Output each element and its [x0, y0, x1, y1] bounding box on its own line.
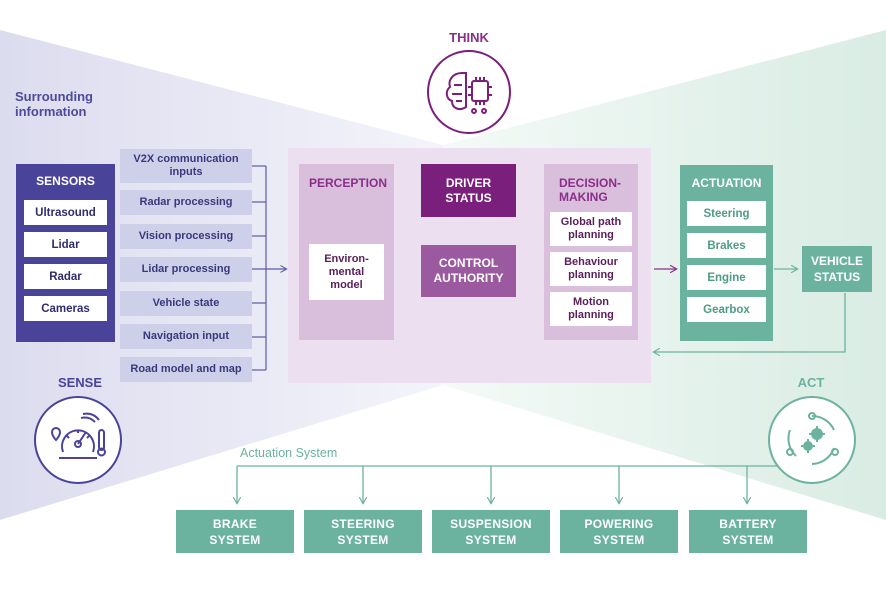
input-road-model: Road model and map: [120, 357, 252, 382]
brake-system-line1: BRAKE: [212, 516, 258, 531]
suspension-system-line2: SYSTEM: [465, 532, 517, 547]
vehicle-status-box: VEHICLE STATUS: [802, 246, 872, 292]
powering-system-line1: POWERING: [584, 516, 654, 531]
perception-title: PERCEPTION: [309, 176, 388, 190]
actuation-steering: Steering: [687, 201, 766, 226]
actuation-system-label: Actuation System: [240, 446, 338, 460]
decision-title-line2: MAKING: [559, 190, 608, 204]
decision-column: DECISION- MAKING Global path planning Be…: [544, 164, 638, 340]
suspension-system-box: SUSPENSION SYSTEM: [432, 510, 550, 553]
global-path-line1: Global path: [560, 216, 622, 228]
control-authority-line1: CONTROL: [438, 256, 499, 270]
surrounding-line2: information: [15, 104, 87, 119]
input-v2x-line1: V2X communication: [133, 153, 239, 165]
gears-cycle-icon: [768, 396, 856, 484]
act-label: ACT: [797, 375, 825, 390]
control-authority-line2: AUTHORITY: [433, 271, 504, 285]
actuation-brakes: Brakes: [687, 233, 766, 258]
surrounding-label: Surrounding information: [15, 89, 93, 119]
inputs-bracket: [252, 165, 286, 371]
motion-line2: planning: [568, 309, 614, 321]
input-v2x: V2X communication inputs: [120, 149, 252, 183]
input-vehicle-state: Vehicle state: [120, 291, 252, 316]
suspension-system-line1: SUSPENSION: [450, 516, 532, 531]
sense-label: SENSE: [57, 375, 103, 390]
sensor-cameras: Cameras: [24, 296, 107, 321]
input-vision-processing: Vision processing: [120, 224, 252, 249]
actuation-engine: Engine: [687, 265, 766, 290]
steering-system-line1: STEERING: [331, 516, 395, 531]
steering-system-box: STEERING SYSTEM: [304, 510, 422, 553]
env-model-line2: mental: [328, 265, 365, 278]
battery-system-line2: SYSTEM: [722, 532, 774, 547]
vehicle-status-line1: VEHICLE: [810, 254, 863, 268]
input-v2x-line2: inputs: [169, 166, 203, 178]
sensor-ultrasound: Ultrasound: [24, 200, 107, 225]
brake-system-line2: SYSTEM: [209, 532, 261, 547]
env-model-line1: Environ-: [324, 252, 369, 265]
battery-system-box: BATTERY SYSTEM: [689, 510, 807, 553]
sensors-title: SENSORS: [36, 174, 95, 188]
input-radar-processing: Radar processing: [120, 190, 252, 215]
global-path-line2: planning: [568, 229, 614, 241]
sensor-lidar: Lidar: [24, 232, 107, 257]
behaviour-line1: Behaviour: [564, 256, 618, 268]
actuation-title: ACTUATION: [691, 176, 762, 190]
perception-column: PERCEPTION Environ- mental model: [299, 164, 394, 340]
behaviour-planning: Behaviour planning: [550, 252, 632, 286]
behaviour-line2: planning: [568, 269, 614, 281]
decision-title-line1: DECISION-: [559, 176, 622, 190]
act-arrows: [237, 269, 846, 503]
surrounding-line1: Surrounding: [15, 89, 93, 104]
environmental-model: Environ- mental model: [309, 244, 384, 300]
dashboard-gauge-icon: [34, 396, 122, 484]
motion-line1: Motion: [572, 296, 610, 308]
driver-status-line2: STATUS: [445, 190, 492, 205]
brain-chip-icon: [427, 50, 511, 134]
control-authority-box: CONTROL AUTHORITY: [421, 245, 516, 297]
powering-system-line2: SYSTEM: [593, 532, 645, 547]
brake-system-box: BRAKE SYSTEM: [176, 510, 294, 553]
think-label: THINK: [449, 30, 489, 45]
input-navigation: Navigation input: [120, 324, 252, 349]
driver-status-box: DRIVER STATUS: [421, 164, 516, 217]
env-model-line3: model: [330, 278, 363, 291]
battery-system-line1: BATTERY: [719, 516, 777, 531]
input-lidar-processing: Lidar processing: [120, 257, 252, 282]
actuation-gearbox: Gearbox: [687, 297, 766, 322]
sensors-panel: SENSORS Ultrasound Lidar Radar Cameras: [16, 164, 115, 342]
sensor-radar: Radar: [24, 264, 107, 289]
decision-title: DECISION- MAKING: [559, 176, 621, 204]
driver-status-line1: DRIVER: [445, 175, 492, 190]
steering-system-line2: SYSTEM: [337, 532, 389, 547]
global-path-planning: Global path planning: [550, 212, 632, 246]
powering-system-box: POWERING SYSTEM: [560, 510, 678, 553]
actuation-panel: ACTUATION Steering Brakes Engine Gearbox: [680, 165, 773, 341]
motion-planning: Motion planning: [550, 292, 632, 326]
vehicle-status-line2: STATUS: [813, 270, 861, 284]
